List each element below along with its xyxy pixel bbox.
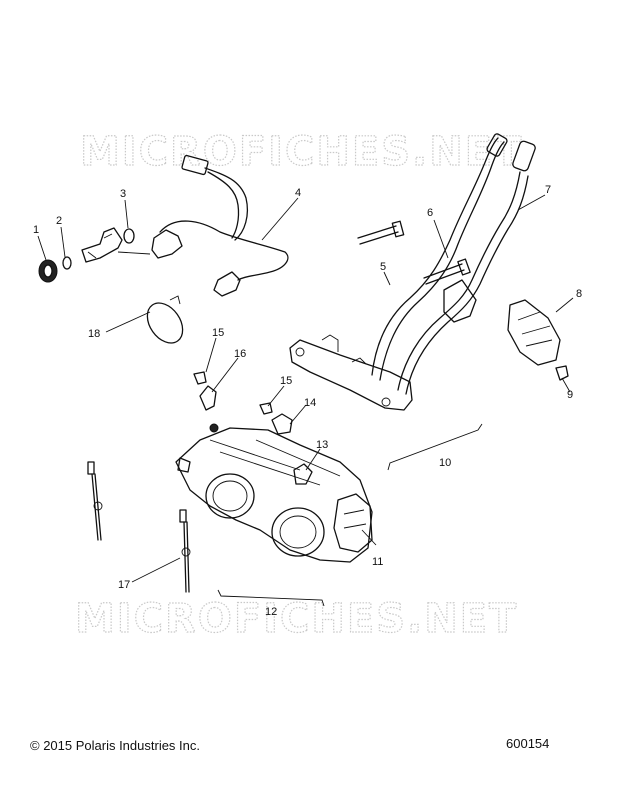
part-12-throttle-body <box>175 423 373 563</box>
callout-5: 5 <box>380 261 386 273</box>
part-8-sensor <box>507 299 561 366</box>
part-10-fuel-rail <box>289 334 413 411</box>
callout-4: 4 <box>295 187 301 199</box>
callout-1: 1 <box>33 224 39 236</box>
callout-10: 10 <box>439 457 451 469</box>
callouts: 1 2 3 4 5 6 7 8 9 10 11 12 13 14 15 15 1… <box>33 184 582 618</box>
fuel-injector <box>81 227 183 263</box>
leader-lines <box>37 194 574 583</box>
part-14-bracket <box>271 413 293 435</box>
part-7-fuel-line <box>397 140 536 395</box>
callout-15b: 15 <box>280 375 292 387</box>
part-17-cable-tie <box>87 461 191 593</box>
part-11-throttle-sensor <box>333 493 373 553</box>
part-5-bolt <box>357 220 471 285</box>
part-16-bracket <box>199 385 217 411</box>
watermark-bottom: MICROFICHES.NET <box>75 596 518 642</box>
part-15-screw <box>193 371 273 415</box>
callout-11: 11 <box>372 556 383 568</box>
callout-9: 9 <box>567 389 573 401</box>
callout-3: 3 <box>120 188 126 200</box>
callout-16: 16 <box>234 348 246 360</box>
part-18-hose-clamp <box>146 295 184 344</box>
copyright-text: © 2015 Polaris Industries Inc. <box>30 738 200 753</box>
part-4-wire-harness <box>159 154 289 297</box>
part-2-o-ring <box>62 256 72 270</box>
callout-6: 6 <box>427 207 433 219</box>
part-9-screw <box>555 365 569 381</box>
part-6-fuel-line <box>371 133 508 381</box>
callout-17: 17 <box>118 579 130 591</box>
part-1-seal <box>38 259 58 283</box>
part-3-o-ring <box>123 228 135 244</box>
callout-12: 12 <box>265 606 277 618</box>
bracket-12 <box>217 589 325 607</box>
bracket-10 <box>387 423 483 471</box>
drawing-number: 600154 <box>506 736 550 751</box>
watermark-top: MICROFICHES.NET <box>80 129 523 175</box>
callout-2: 2 <box>56 215 62 227</box>
callout-15a: 15 <box>212 327 224 339</box>
callout-8: 8 <box>576 288 582 300</box>
part-13-fitting <box>293 463 313 485</box>
callout-18: 18 <box>88 328 100 340</box>
callout-7: 7 <box>545 184 551 196</box>
callout-14: 14 <box>304 397 316 409</box>
callout-13: 13 <box>316 439 328 451</box>
